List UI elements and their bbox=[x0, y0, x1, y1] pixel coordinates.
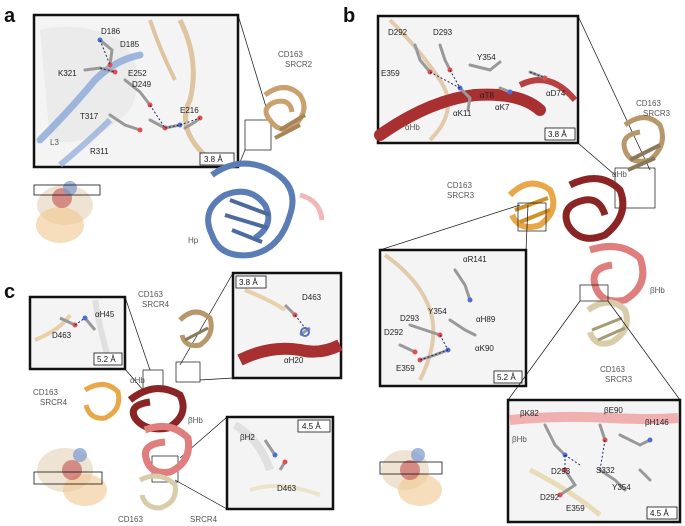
label-D185: D185 bbox=[120, 40, 140, 49]
scale-b-top: 3.8 Å bbox=[548, 130, 567, 139]
label-c-SRCR4-1: SRCR4 bbox=[142, 300, 170, 309]
label-T317: T317 bbox=[80, 112, 99, 121]
label-b-SRCR3-3: SRCR3 bbox=[605, 375, 633, 384]
panel-c-tr-connectors bbox=[175, 272, 234, 383]
label-b-bE90: βE90 bbox=[604, 406, 623, 415]
label-b-aT8: αT8 bbox=[480, 91, 495, 100]
label-c-aHb: αHb bbox=[130, 376, 145, 385]
label-b-left-Y354: Y354 bbox=[428, 307, 447, 316]
label-b-aK11: αK11 bbox=[453, 109, 472, 118]
label-c-SRCR4-2: SRCR4 bbox=[40, 398, 68, 407]
label-b-aK7: αK7 bbox=[495, 103, 510, 112]
label-b-aH89: αH89 bbox=[476, 315, 496, 324]
scale-b-bottom: 4.5 Å bbox=[650, 509, 669, 518]
label-K321: K321 bbox=[58, 69, 77, 78]
label-b-bottom-E359: E359 bbox=[566, 504, 585, 513]
label-a-Hp: Hp bbox=[188, 236, 199, 245]
panel-a-overview bbox=[33, 181, 101, 243]
panel-a-connectors bbox=[237, 14, 272, 168]
panel-c-tr-inset: D463 αH20 3.8 Å bbox=[231, 271, 343, 380]
label-D186: D186 bbox=[101, 27, 121, 36]
scale-b-left: 5.2 Å bbox=[497, 373, 516, 382]
label-b-bH146: βH146 bbox=[645, 418, 669, 427]
label-b-bottom-D292: D292 bbox=[540, 493, 560, 502]
label-b-SRCR3-1: SRCR3 bbox=[643, 109, 671, 118]
panel-b-overview bbox=[379, 448, 443, 506]
panel-c-overview bbox=[33, 448, 107, 506]
label-c-tl-D463: D463 bbox=[52, 331, 72, 340]
panel-b-left-connectors bbox=[379, 202, 547, 251]
scale-a: 3.8 Å bbox=[204, 155, 223, 164]
panel-c-hb bbox=[127, 385, 193, 476]
label-b-D292: D292 bbox=[388, 28, 408, 37]
label-b-bHb-inset: βHb bbox=[512, 435, 527, 444]
label-b-S332: S332 bbox=[596, 466, 615, 475]
label-b-left-D292: D292 bbox=[384, 328, 404, 337]
label-a-SRCR2: SRCR2 bbox=[285, 60, 313, 69]
panel-a-inset: D186 D185 K321 E252 D249 E216 T317 R311 … bbox=[32, 13, 240, 169]
label-E252: E252 bbox=[128, 69, 147, 78]
scale-c-tr: 3.8 Å bbox=[239, 278, 258, 287]
label-b-bK82: βK82 bbox=[520, 409, 539, 418]
label-b-CD163-1: CD163 bbox=[636, 99, 661, 108]
label-c-bHb: βHb bbox=[188, 416, 203, 425]
label-E216: E216 bbox=[180, 106, 199, 115]
label-c-CD163-1: CD163 bbox=[138, 290, 163, 299]
label-b-CD163-3: CD163 bbox=[600, 365, 625, 374]
label-c-CD163-2: CD163 bbox=[33, 388, 58, 397]
label-b-left-E359: E359 bbox=[396, 364, 415, 373]
label-b-aD74: αD74 bbox=[546, 89, 566, 98]
label-c-br-D463: D463 bbox=[277, 484, 297, 493]
panel-b-srcr3-left bbox=[507, 180, 557, 230]
label-D249: D249 bbox=[132, 80, 152, 89]
label-b-bottom-D293: D293 bbox=[551, 467, 571, 476]
panel-b-left-inset: αR141 D293 Y354 αH89 D292 αK90 E359 5.2 … bbox=[378, 248, 528, 388]
panel-c-srcr4-bottom bbox=[138, 473, 178, 511]
label-b-aHb: αHb bbox=[612, 170, 627, 179]
label-c-SRCR4-3: SRCR4 bbox=[190, 515, 218, 524]
panel-b-srcr3-top bbox=[621, 115, 665, 172]
label-b-bottom-Y354: Y354 bbox=[612, 483, 631, 492]
panel-c-srcr4-top bbox=[178, 309, 214, 348]
label-b-bHb: βHb bbox=[650, 286, 665, 295]
label-c-aH20: αH20 bbox=[284, 356, 304, 365]
panel-b-hb bbox=[562, 175, 647, 305]
label-R311: R311 bbox=[90, 147, 109, 156]
label-b-Y354: Y354 bbox=[477, 53, 496, 62]
label-c-aH45: αH45 bbox=[95, 310, 115, 319]
label-L3: L3 bbox=[50, 138, 59, 147]
panel-c-letter: c bbox=[4, 281, 15, 303]
panel-b-top-inset: D292 D293 Y354 E359 αT8 αK7 αD74 αK11 αH… bbox=[374, 14, 580, 145]
label-b-D293: D293 bbox=[433, 28, 453, 37]
panel-a-hp bbox=[205, 160, 325, 259]
panel-a-srcr2 bbox=[263, 85, 307, 140]
panel-b-srcr3-bottom bbox=[586, 299, 630, 347]
panel-c-srcr4-left bbox=[83, 382, 122, 421]
panel-a-letter: a bbox=[4, 5, 16, 27]
label-b-aR141: αR141 bbox=[463, 255, 487, 264]
label-c-CD163-3: CD163 bbox=[118, 515, 143, 524]
label-b-CD163-2: CD163 bbox=[447, 181, 472, 190]
label-b-left-D293: D293 bbox=[400, 314, 420, 323]
panel-c-tl-inset: αH45 D463 5.2 Å bbox=[28, 295, 127, 371]
label-c-bH2: βH2 bbox=[240, 433, 255, 442]
label-b-E359: E359 bbox=[381, 69, 400, 78]
label-c-tr-D463: D463 bbox=[302, 293, 322, 302]
scale-c-tl: 5.2 Å bbox=[97, 355, 116, 364]
label-b-aHb-inset: αHb bbox=[405, 123, 420, 132]
label-b-SRCR3-2: SRCR3 bbox=[447, 191, 475, 200]
panel-b-letter: b bbox=[343, 5, 355, 27]
panel-c-br-inset: βH2 D463 4.5 Å bbox=[225, 415, 335, 511]
panel-b-bottom-inset: βK82 βE90 βH146 βHb D293 S332 Y354 D292 … bbox=[506, 398, 682, 524]
label-a-CD163: CD163 bbox=[278, 50, 303, 59]
scale-c-br: 4.5 Å bbox=[302, 422, 321, 431]
panel-b-bottom-connectors bbox=[507, 300, 681, 401]
label-b-aK90: αK90 bbox=[475, 344, 494, 353]
